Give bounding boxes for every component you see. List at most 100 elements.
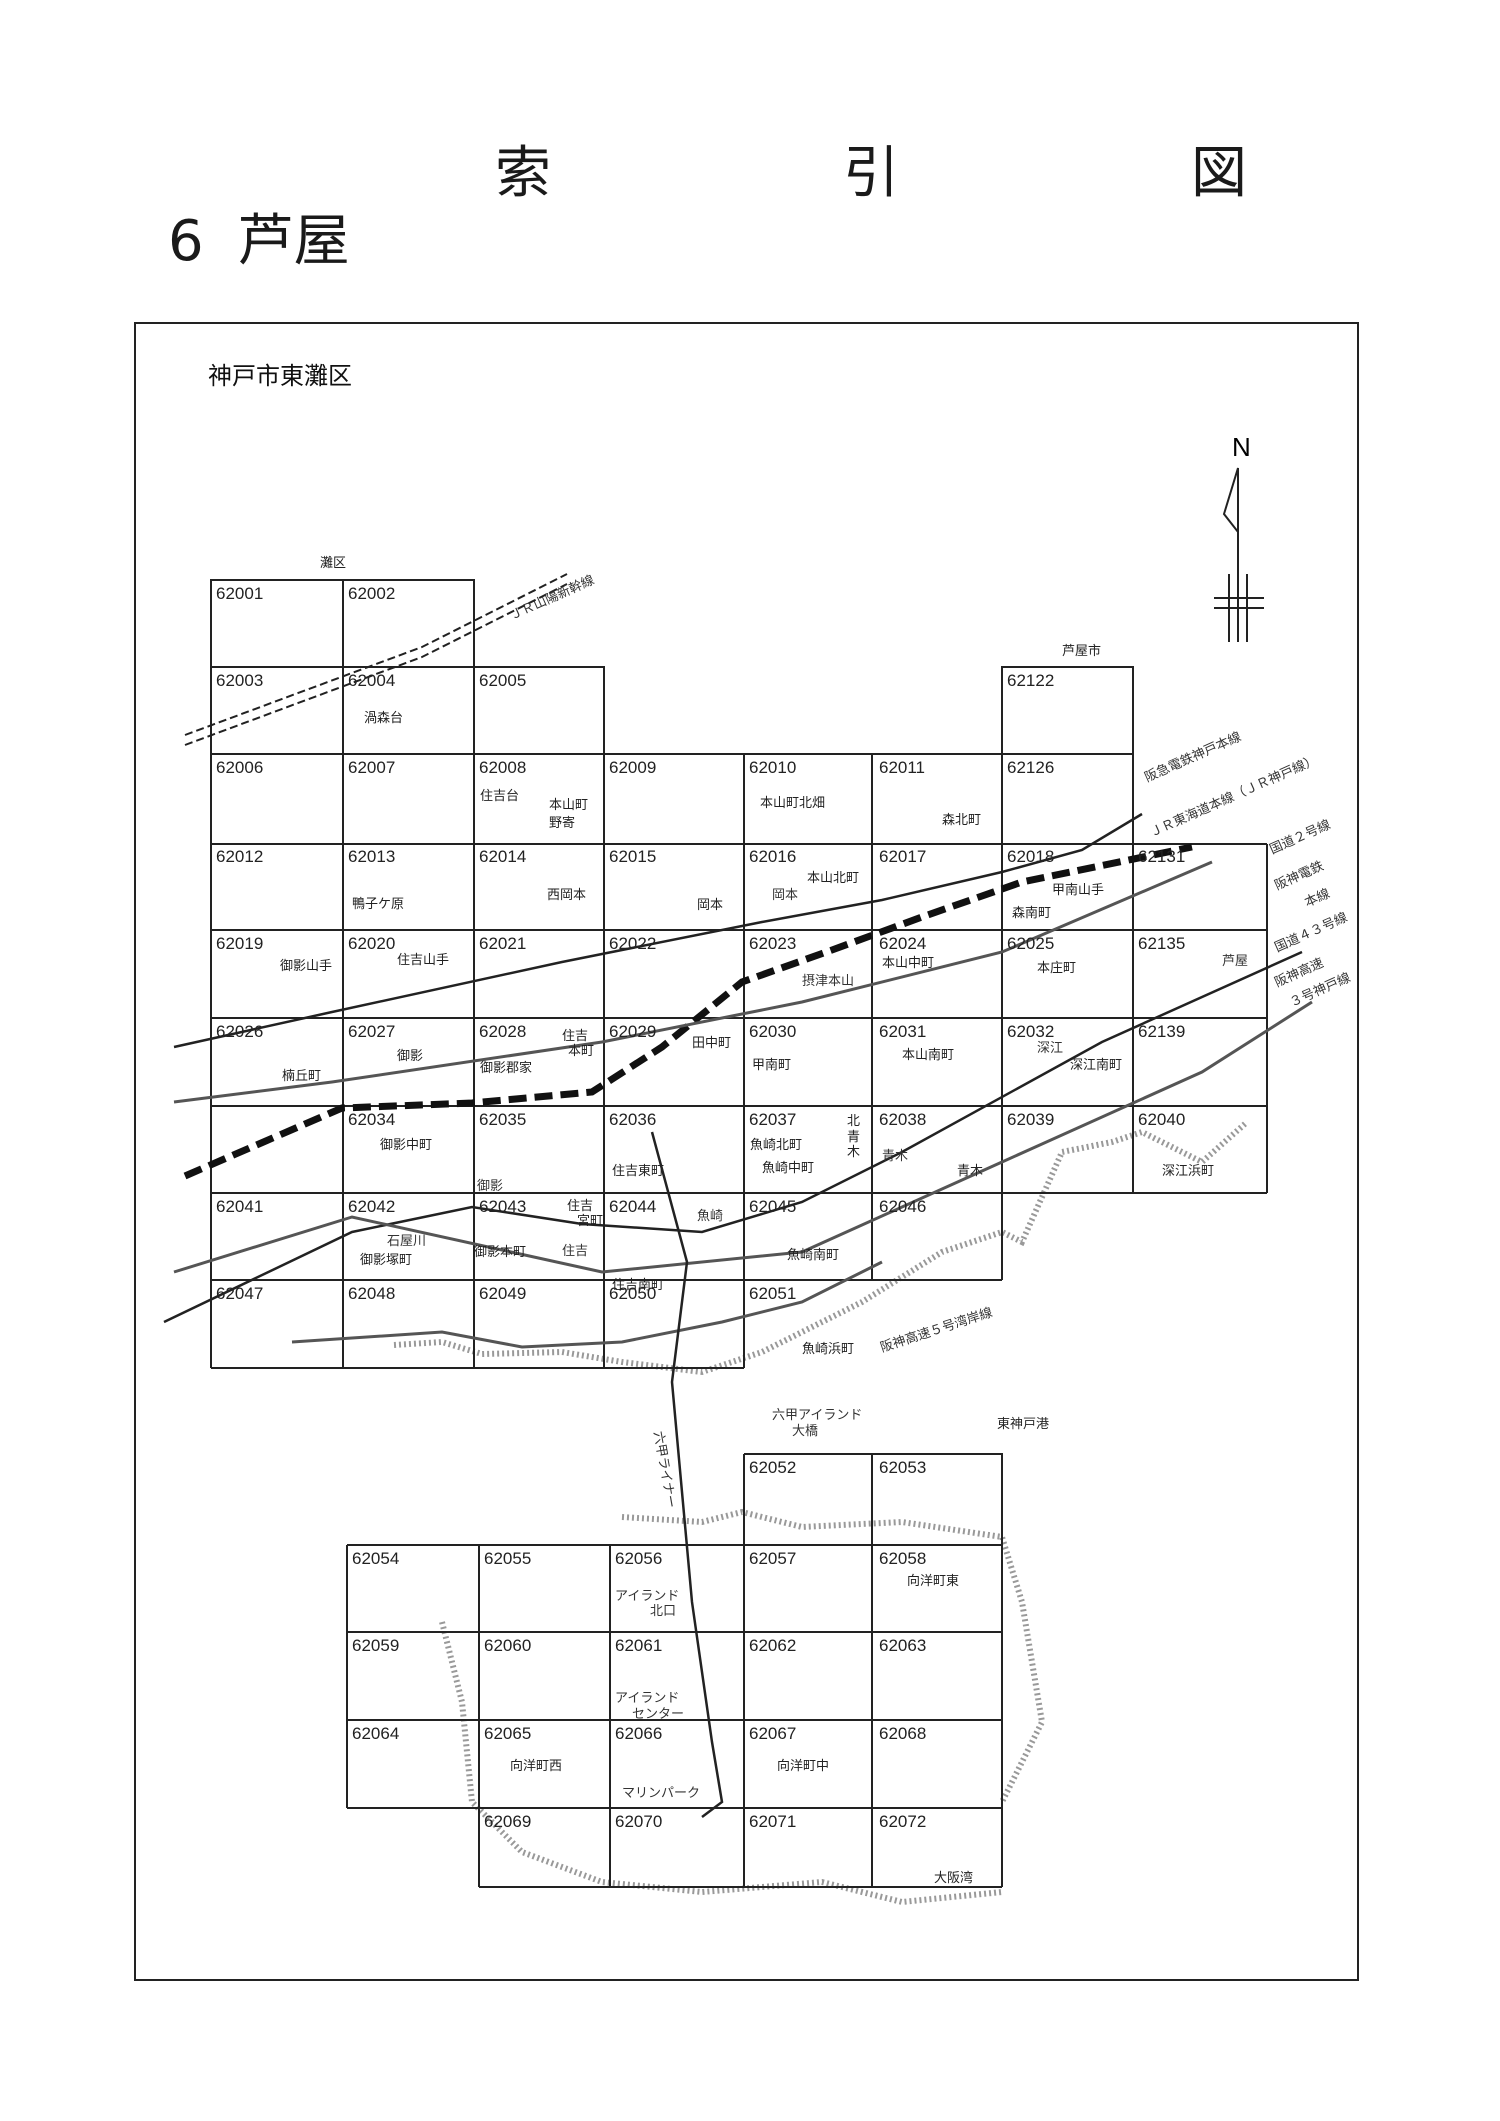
cell-code-62011[interactable]: 62011 <box>879 758 925 777</box>
cell-code-62018[interactable]: 62018 <box>1007 847 1054 866</box>
cell-code-62048[interactable]: 62048 <box>348 1284 395 1303</box>
cell-code-62015[interactable]: 62015 <box>609 847 656 866</box>
cell-code-62023[interactable]: 62023 <box>749 934 796 953</box>
cell-code-62065[interactable]: 62065 <box>484 1724 531 1743</box>
cell-code-62022[interactable]: 62022 <box>609 934 656 953</box>
hanshin-label-2: 本線 <box>1302 885 1332 910</box>
cell-code-62050[interactable]: 62050 <box>609 1284 656 1303</box>
cell-code-62010[interactable]: 62010 <box>749 758 796 777</box>
cell-code-62053[interactable]: 62053 <box>879 1458 926 1477</box>
place-label: 住吉山手 <box>397 953 449 968</box>
place-label: 岡本 <box>697 898 723 913</box>
cell-code-62009[interactable]: 62009 <box>609 758 656 777</box>
north-letter: N <box>1232 432 1251 462</box>
cell-code-62042[interactable]: 62042 <box>348 1197 395 1216</box>
cell-code-62122[interactable]: 62122 <box>1007 671 1054 690</box>
cell-code-62019[interactable]: 62019 <box>216 934 263 953</box>
cell-code-62037[interactable]: 62037 <box>749 1110 796 1129</box>
cell-code-62020[interactable]: 62020 <box>348 934 395 953</box>
cell-code-62060[interactable]: 62060 <box>484 1636 531 1655</box>
place-label: 本町 <box>568 1044 594 1059</box>
cell-code-62017[interactable]: 62017 <box>879 847 926 866</box>
place-label: 本山町北畑 <box>760 796 825 811</box>
cell-code-62021[interactable]: 62021 <box>479 934 526 953</box>
cell-code-62007[interactable]: 62007 <box>348 758 395 777</box>
route2-road <box>173 860 1213 1104</box>
cell-code-62005[interactable]: 62005 <box>479 671 526 690</box>
cell-code-62051[interactable]: 62051 <box>749 1284 796 1303</box>
cell-code-62045[interactable]: 62045 <box>749 1197 796 1216</box>
place-label: 向洋町中 <box>777 1758 829 1774</box>
cell-code-62067[interactable]: 62067 <box>749 1724 796 1743</box>
cell-code-62135[interactable]: 62135 <box>1138 934 1185 953</box>
cell-code-62031[interactable]: 62031 <box>879 1022 926 1041</box>
cell-code-62039[interactable]: 62039 <box>1007 1110 1054 1129</box>
place-label: 野寄 <box>549 815 575 831</box>
cell-code-62030[interactable]: 62030 <box>749 1022 796 1041</box>
place-label: 住吉 <box>562 1029 588 1044</box>
cell-code-62072[interactable]: 62072 <box>879 1812 926 1831</box>
cell-code-62034[interactable]: 62034 <box>348 1110 395 1129</box>
cell-code-62038[interactable]: 62038 <box>879 1110 926 1129</box>
cell-code-62049[interactable]: 62049 <box>479 1284 526 1303</box>
place-label: 青 <box>847 1130 860 1145</box>
expwy5-label: 阪神高速５号湾岸線 <box>878 1304 994 1355</box>
cell-code-62069[interactable]: 62069 <box>484 1812 531 1831</box>
cell-code-62044[interactable]: 62044 <box>609 1197 656 1216</box>
cell-code-62046[interactable]: 62046 <box>879 1197 926 1216</box>
cell-code-62062[interactable]: 62062 <box>749 1636 796 1655</box>
cell-code-62041[interactable]: 62041 <box>216 1197 263 1216</box>
cell-code-62002[interactable]: 62002 <box>348 584 395 603</box>
cell-code-62070[interactable]: 62070 <box>615 1812 662 1831</box>
cell-code-62064[interactable]: 62064 <box>352 1724 399 1743</box>
cell-code-62131[interactable]: 62131 <box>1138 847 1185 866</box>
cell-code-62071[interactable]: 62071 <box>749 1812 796 1831</box>
cell-code-62006[interactable]: 62006 <box>216 758 263 777</box>
rokko-liner-line <box>650 1131 724 1818</box>
cell-code-62032[interactable]: 62032 <box>1007 1022 1054 1041</box>
cell-code-62057[interactable]: 62057 <box>749 1549 796 1568</box>
cell-code-62126[interactable]: 62126 <box>1007 758 1054 777</box>
place-label: 青木 <box>882 1149 908 1164</box>
cell-code-62024[interactable]: 62024 <box>879 934 926 953</box>
cell-code-62016[interactable]: 62016 <box>749 847 796 866</box>
place-label: 本庄町 <box>1037 960 1076 976</box>
place-label: 住吉 <box>567 1199 593 1214</box>
cell-code-62004[interactable]: 62004 <box>348 671 395 690</box>
cell-code-62040[interactable]: 62040 <box>1138 1110 1185 1129</box>
cell-code-62056[interactable]: 62056 <box>615 1549 662 1568</box>
place-label: 魚崎中町 <box>762 1161 814 1176</box>
cell-code-62014[interactable]: 62014 <box>479 847 526 866</box>
cell-code-62066[interactable]: 62066 <box>615 1724 662 1743</box>
cell-code-62063[interactable]: 62063 <box>879 1636 926 1655</box>
cell-code-62008[interactable]: 62008 <box>479 758 526 777</box>
cell-code-62055[interactable]: 62055 <box>484 1549 531 1568</box>
cell-code-62025[interactable]: 62025 <box>1007 934 1054 953</box>
cell-code-62043[interactable]: 62043 <box>479 1197 526 1216</box>
place-label: 鴨子ケ原 <box>352 897 404 912</box>
place-label: 宮町 <box>577 1213 603 1229</box>
place-label: 木 <box>847 1145 860 1160</box>
cell-code-62013[interactable]: 62013 <box>348 847 395 866</box>
place-label: 魚崎浜町 <box>802 1342 854 1357</box>
cell-code-62047[interactable]: 62047 <box>216 1284 263 1303</box>
cell-code-62036[interactable]: 62036 <box>609 1110 656 1129</box>
cell-code-62028[interactable]: 62028 <box>479 1022 526 1041</box>
place-label: 大阪湾 <box>934 1870 973 1886</box>
cell-code-62027[interactable]: 62027 <box>348 1022 395 1041</box>
cell-code-62003[interactable]: 62003 <box>216 671 263 690</box>
cell-code-62058[interactable]: 62058 <box>879 1549 926 1568</box>
cell-code-62026[interactable]: 62026 <box>216 1022 263 1041</box>
section-number: 6 <box>168 209 204 274</box>
place-label: センター <box>632 1707 684 1722</box>
cell-code-62029[interactable]: 62029 <box>609 1022 656 1041</box>
cell-code-62061[interactable]: 62061 <box>615 1636 662 1655</box>
cell-code-62059[interactable]: 62059 <box>352 1636 399 1655</box>
cell-code-62012[interactable]: 62012 <box>216 847 263 866</box>
cell-code-62054[interactable]: 62054 <box>352 1549 399 1568</box>
cell-code-62139[interactable]: 62139 <box>1138 1022 1185 1041</box>
cell-code-62001[interactable]: 62001 <box>216 584 263 603</box>
cell-code-62035[interactable]: 62035 <box>479 1110 526 1129</box>
cell-code-62052[interactable]: 62052 <box>749 1458 796 1477</box>
cell-code-62068[interactable]: 62068 <box>879 1724 926 1743</box>
